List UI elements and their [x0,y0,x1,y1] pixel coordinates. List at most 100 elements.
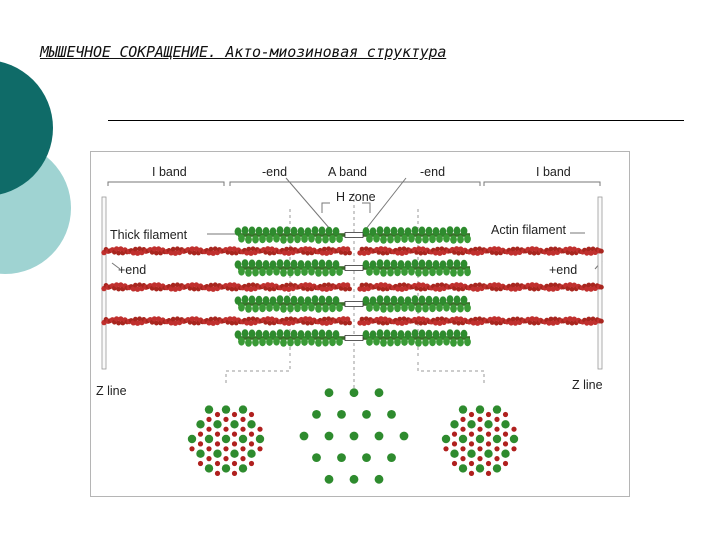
thick-filament-section [493,435,501,443]
thick-filament-section [476,405,484,413]
myosin-head [256,330,263,338]
myosin-head [380,268,387,276]
myosin-head [457,338,464,346]
myosin-head [298,260,305,268]
thin-filament-section [189,446,194,451]
myosin-head [242,226,249,234]
myosin-head [447,259,454,267]
myosin-head [256,296,263,304]
myosin-head [401,235,408,243]
myosin-head [387,304,394,312]
myosin-head [429,268,436,276]
thick-filament-section [325,475,334,484]
thin-filament-section [232,461,237,466]
myosin-head [326,260,333,268]
myosin-head [401,338,408,346]
myosin-head [329,235,336,243]
myosin-head [394,338,401,346]
myosin-head [326,296,333,304]
thick-filament-section [362,410,371,419]
thin-filament-section [232,441,237,446]
i-band-right-label: I band [536,165,571,179]
thin-filament-section [443,446,448,451]
thick-filament-section [213,450,221,458]
thick-filament-section [467,450,475,458]
thick-filament-section [350,388,359,397]
myosin-head [366,338,373,346]
myosin-head [298,227,305,235]
myosin-head [408,337,415,345]
myosin-head [377,259,384,267]
thick-filament-section [442,435,450,443]
myosin-head [384,227,391,235]
thin-filament-section [223,446,228,451]
myosin-head [319,227,326,235]
myosin-head [373,267,380,275]
myosin-head [301,338,308,346]
myosin-head [315,338,322,346]
myosin-head [266,304,273,312]
myosin-head [291,296,298,304]
thick-filament-section [222,435,230,443]
myosin-head [412,226,419,234]
myosin-head [373,337,380,345]
myosin-head [263,296,270,304]
myosin-head [291,260,298,268]
myosin-head [336,304,343,312]
myosin-head [450,304,457,312]
thin-filament-section [240,427,245,432]
myosin-head [245,304,252,312]
myosin-head [259,235,266,243]
myosin-head [291,330,298,338]
myosin-head [415,235,422,243]
thin-filament-section [469,471,474,476]
myosin-head [443,234,450,242]
thin-filament-section [494,417,499,422]
thin-filament-section [215,441,220,446]
myosin-head [450,268,457,276]
myosin-head [238,337,245,345]
slide-title: МЫШЕЧНОЕ СОКРАЩЕНИЕ. Акто-миозиновая стр… [40,43,446,61]
myosin-head [301,268,308,276]
thick-filament-section [459,405,467,413]
thick-filament-section [459,435,467,443]
myosin-head [387,338,394,346]
actin-bead [347,251,352,256]
myosin-head [436,235,443,243]
myosin-head [387,235,394,243]
thin-filament-section [477,446,482,451]
thick-filament-section [239,464,247,472]
myosin-head [280,268,287,276]
myosin-head [422,338,429,346]
thick-filament-section [484,420,492,428]
myosin-head [294,235,301,243]
myosin-head [436,338,443,346]
myosin-head [450,338,457,346]
thick-filament-section [493,464,501,472]
myosin-head [322,235,329,243]
myosin-head [443,303,450,311]
myosin-head [284,330,291,338]
thick-filament-section [256,435,264,443]
myosin-head [329,338,336,346]
thick-filament-section [375,432,384,441]
myosin-head [287,268,294,276]
myosin-head [249,330,256,338]
thin-filament-section [486,431,491,436]
thin-filament-section [249,441,254,446]
thin-filament-section [477,417,482,422]
myosin-head [380,338,387,346]
myosin-head [419,227,426,235]
thin-filament-section [503,412,508,417]
myosin-head [294,268,301,276]
thin-filament-section [503,441,508,446]
myosin-head [245,338,252,346]
thick-filament-section [213,420,221,428]
thin-filament-section [486,471,491,476]
myosin-head [301,235,308,243]
myosin-head [266,338,273,346]
thin-filament-section [469,441,474,446]
myosin-head [415,304,422,312]
thin-filament-section [215,431,220,436]
myosin-head [322,304,329,312]
